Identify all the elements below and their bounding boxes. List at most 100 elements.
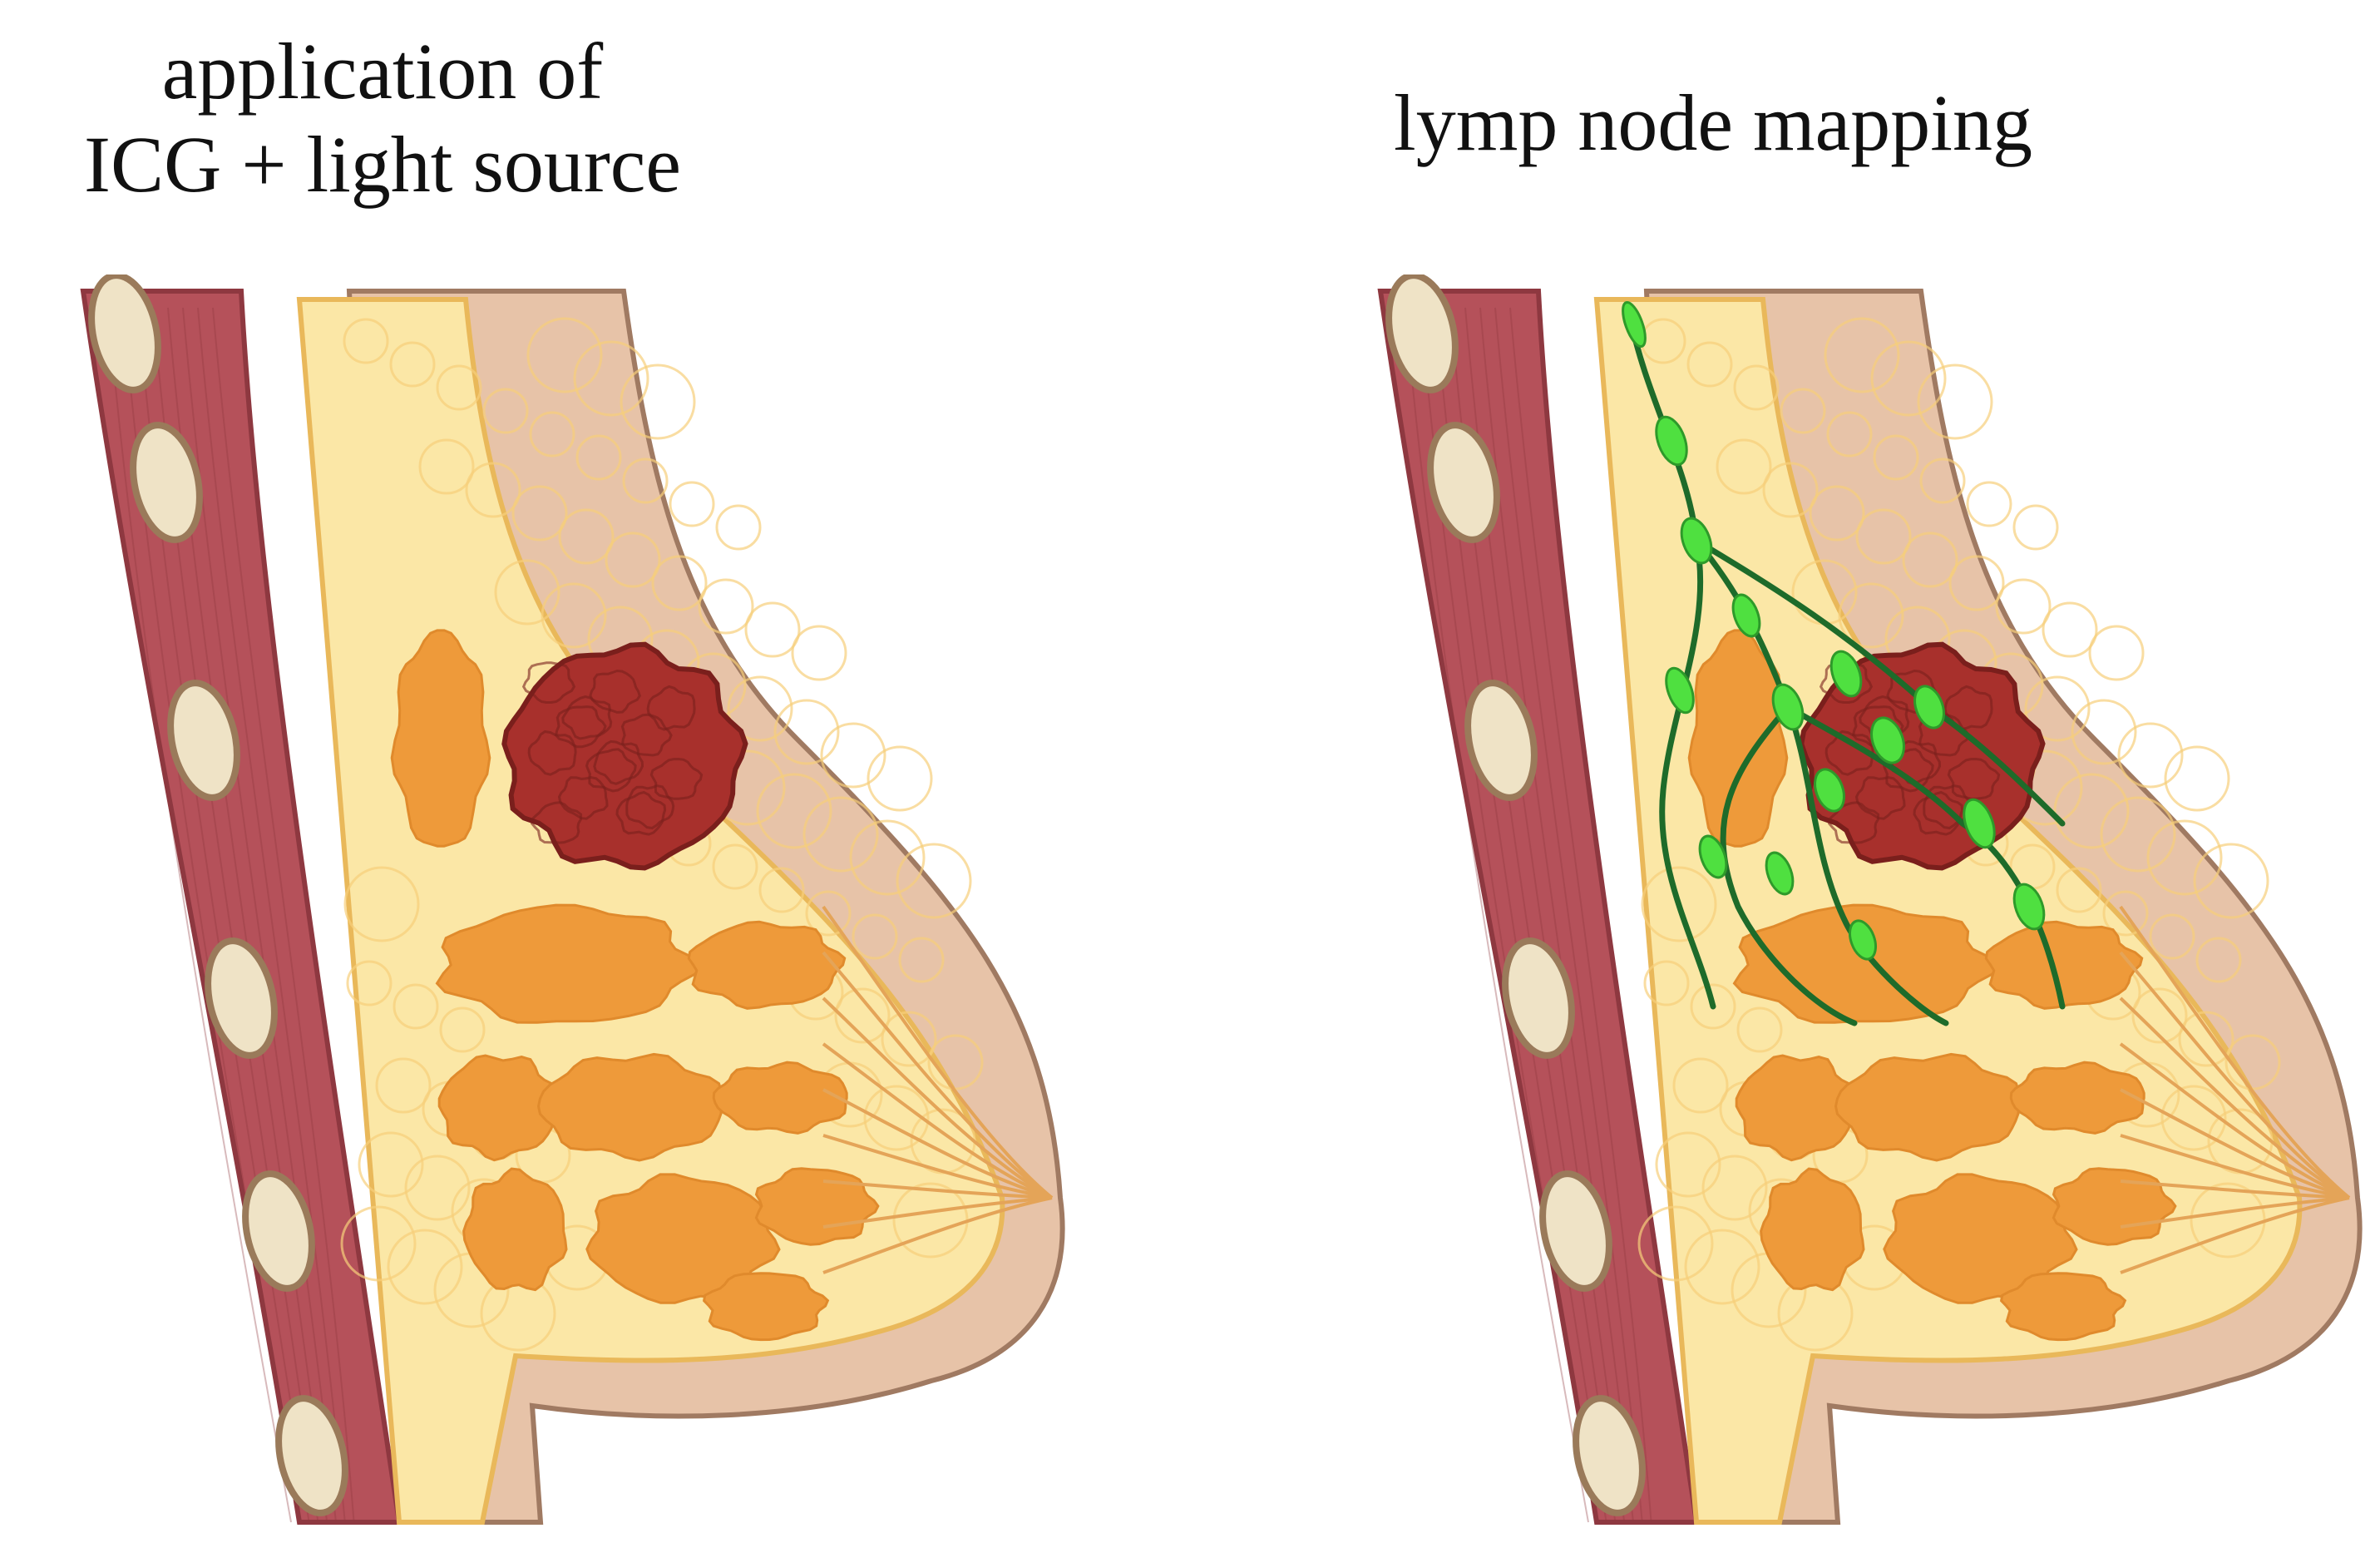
breast-anatomy-icon — [50, 274, 1131, 1539]
fat-lobule — [346, 960, 393, 1006]
fat-lobule — [358, 1131, 424, 1198]
gland-lobule — [712, 1061, 848, 1135]
tumor-texture — [1828, 801, 1880, 844]
fat-lobule — [896, 843, 972, 919]
fat-lobule — [1824, 317, 1900, 393]
fat-lobule — [375, 1057, 432, 1114]
fat-lobule — [575, 434, 622, 481]
muscle-fiber — [197, 307, 346, 1523]
fat-lobule — [541, 582, 607, 649]
fat-lobule — [1672, 1057, 1729, 1114]
fat-lobule — [343, 318, 389, 364]
fat-lobule — [712, 843, 758, 890]
rib-cross-section — [88, 274, 161, 393]
fat-lobule — [1948, 555, 2005, 611]
milk-duct — [2120, 1196, 2350, 1229]
fat-lobule — [573, 340, 649, 417]
fat-lobule — [1686, 341, 1733, 388]
gland-lobule — [2009, 1061, 2145, 1135]
tumor-texture — [561, 695, 613, 740]
milk-duct — [822, 1196, 1053, 1229]
fat-lobule — [2102, 890, 2149, 937]
rib-cross-section — [242, 1170, 315, 1292]
lymph-node — [1698, 834, 1728, 879]
fat-lobule — [1809, 485, 1865, 542]
muscle-fiber — [212, 307, 355, 1523]
tumor-texture — [620, 713, 673, 757]
fat-lobule — [849, 819, 926, 896]
fat-lobule — [494, 559, 560, 626]
tumor-texture — [649, 757, 704, 800]
fat-lobule — [1733, 364, 1780, 411]
rib-cross-section — [1502, 937, 1575, 1059]
fat-lobule — [1855, 508, 1912, 565]
gland-lobule — [1834, 1052, 2021, 1162]
fat-lobule — [558, 508, 615, 565]
fat-lobule — [389, 341, 436, 388]
fat-lobule — [482, 388, 529, 434]
fat-lobule — [418, 438, 475, 495]
milk-duct — [822, 905, 1054, 1199]
milk-duct — [2120, 1196, 2350, 1274]
fat-lobule — [2024, 675, 2091, 742]
tumor-texture — [585, 748, 637, 793]
gland-lobule — [1984, 920, 2144, 1010]
rib-cross-section — [275, 1395, 348, 1516]
fat-lobule — [2164, 745, 2230, 812]
tumor-texture — [1943, 685, 1993, 731]
gland-lobule — [435, 903, 703, 1024]
gland-lobule — [1760, 1167, 1865, 1292]
fat-lobule — [791, 625, 847, 681]
fat-lobule — [727, 675, 793, 742]
gland-lobule — [754, 1167, 880, 1246]
lymph-node — [1870, 716, 1905, 764]
fat-lobule — [744, 601, 801, 658]
tumor-texture — [1825, 729, 1874, 776]
fat-lobule — [2053, 773, 2130, 849]
rib-cross-section — [1464, 680, 1538, 801]
milk-duct — [822, 1196, 1053, 1274]
lymph-node — [1771, 683, 1805, 731]
fat-lobule — [620, 363, 696, 440]
milk-duct — [822, 1042, 1053, 1199]
tumor-texture — [1947, 757, 2001, 800]
fat-lobule — [2195, 937, 2242, 983]
fat-lobule — [773, 699, 840, 765]
fat-lobule — [1690, 983, 1736, 1030]
fat-lobule — [605, 532, 661, 588]
fat-lobule — [439, 1006, 486, 1053]
fat-lobule — [2042, 601, 2098, 658]
rib-cross-section — [130, 422, 203, 543]
milk-duct — [2120, 1134, 2350, 1199]
fat-lobule — [863, 1085, 930, 1151]
lymph-node — [1963, 798, 1996, 849]
lymph-node — [1731, 593, 1761, 638]
fat-lobule — [387, 1229, 463, 1305]
lymphatic-vessel — [1720, 704, 1858, 1026]
gland-lobule — [1999, 1272, 2127, 1342]
milk-duct — [822, 1088, 1053, 1199]
tumor-texture — [625, 784, 675, 830]
lymph-node — [1655, 415, 1688, 467]
fat-lobule — [404, 1155, 471, 1221]
muscle-fiber — [107, 307, 292, 1523]
fat-lobule — [1873, 434, 1919, 481]
tumor-texture — [646, 685, 696, 731]
fat-lobule — [436, 364, 482, 411]
breast-cross-section-left — [80, 274, 1065, 1525]
tumor-texture — [531, 801, 583, 844]
fat-lobule — [465, 462, 521, 518]
fat-lobule — [2088, 625, 2145, 681]
fat-lobule — [1995, 578, 2052, 635]
gland-lobule — [1732, 903, 2000, 1024]
tumor-texture — [1819, 661, 1874, 704]
panel-title-lymph-node-mapping: lymp node mapping — [1394, 78, 2032, 167]
lymph-node — [1665, 666, 1695, 715]
tumor-texture — [593, 739, 644, 785]
anatomy-base — [80, 274, 1065, 1525]
fat-lobule — [1641, 866, 1717, 942]
fat-lobule — [1838, 582, 1904, 649]
muscle-fiber — [1509, 307, 1652, 1523]
gland-lobule — [437, 1054, 560, 1162]
milk-duct — [822, 1180, 1053, 1199]
